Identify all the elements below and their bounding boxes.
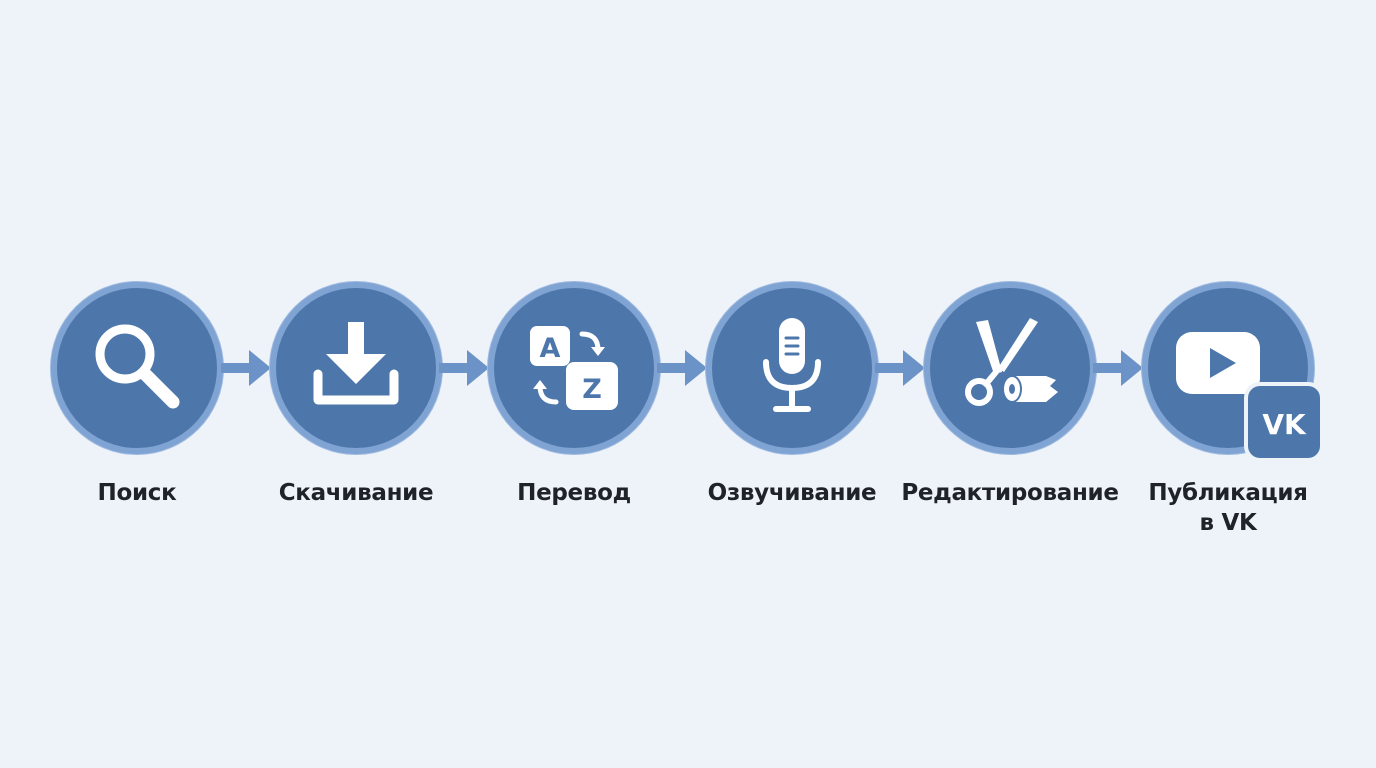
step-search — [57, 288, 217, 448]
step-search-label: Поиск — [17, 478, 257, 508]
scissors-tape-icon — [965, 318, 1058, 406]
arrow-1 — [221, 346, 277, 390]
video-play-icon: VK — [1176, 332, 1324, 462]
step-voiceover — [712, 288, 872, 448]
step-publish-label: Публикация в VK — [1108, 478, 1348, 538]
step-translate-label: Перевод — [454, 478, 694, 508]
step-translate-label-line1: Перевод — [517, 480, 631, 506]
step-translate-circle: A Z — [494, 288, 654, 448]
step-search-circle — [57, 288, 217, 448]
arrow-right-icon — [439, 350, 489, 386]
arrow-right-icon — [1093, 350, 1143, 386]
step-download-circle — [276, 288, 436, 448]
step-editing-label-line1: Редактирование — [901, 480, 1119, 506]
arrow-right-icon — [221, 350, 271, 386]
arrow-4 — [875, 346, 931, 390]
vk-logo-icon: VK — [1244, 382, 1324, 462]
download-icon — [313, 322, 399, 405]
step-voiceover-label-line1: Озвучивание — [707, 480, 877, 506]
arrow-5 — [1093, 346, 1149, 390]
step-search-label-line1: Поиск — [97, 480, 177, 506]
translate-glyph-a: A — [540, 333, 561, 364]
step-editing — [930, 288, 1090, 448]
step-voiceover-label: Озвучивание — [672, 478, 912, 508]
step-voiceover-circle — [712, 288, 872, 448]
microphone-icon — [763, 318, 821, 412]
arrow-right-icon — [657, 350, 707, 386]
step-editing-circle — [930, 288, 1090, 448]
step-editing-label: Редактирование — [890, 478, 1130, 508]
step-download-label: Скачивание — [236, 478, 476, 508]
translate-glyph-z: Z — [582, 374, 602, 405]
step-publish-label-line2: в VK — [1199, 510, 1257, 536]
translate-icon: A Z — [530, 326, 618, 410]
arrow-right-icon — [875, 350, 925, 386]
step-publish: VK — [1148, 288, 1324, 462]
search-icon — [95, 324, 180, 409]
step-translate: A Z — [494, 288, 654, 448]
step-download — [276, 288, 436, 448]
step-publish-label-line1: Публикация — [1148, 480, 1308, 506]
step-download-label-line1: Скачивание — [278, 480, 434, 506]
arrow-2 — [439, 346, 495, 390]
vk-badge-text: VK — [1262, 408, 1307, 441]
step-publish-circle: VK — [1148, 288, 1324, 462]
arrow-3 — [657, 346, 713, 390]
